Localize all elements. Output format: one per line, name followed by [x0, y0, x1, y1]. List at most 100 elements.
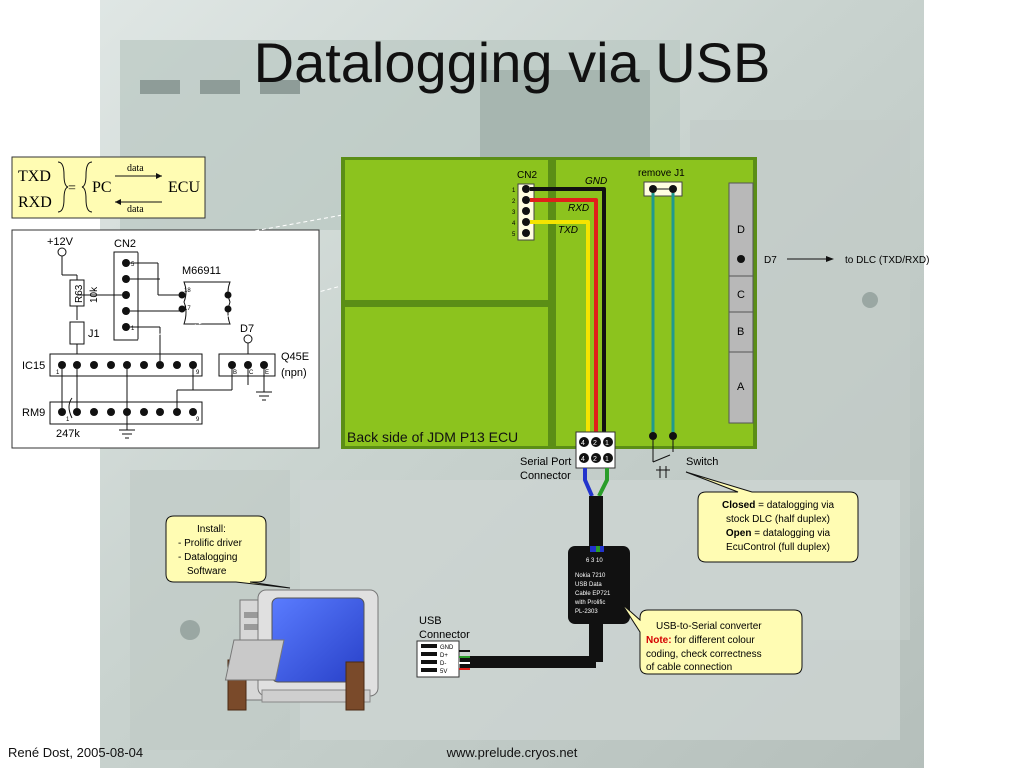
- usb-label-2: Connector: [419, 629, 470, 641]
- pc-icon: [224, 589, 379, 711]
- serial-top-pin-1: 1: [605, 440, 609, 447]
- converter-callout-line-4: of cable connection: [646, 662, 732, 673]
- label-cn2: CN2: [114, 238, 136, 250]
- cn2-pin-5-label: 5: [131, 262, 135, 268]
- converter-note-keyword: Note:: [646, 635, 672, 646]
- usb-pin-gnd: GND: [440, 645, 454, 651]
- footer-author: René Dost, 2005-08-04: [8, 745, 144, 760]
- install-line-4: Software: [187, 566, 227, 577]
- slide-title: Datalogging via USB: [253, 31, 771, 94]
- converter-note-text: for different colour: [672, 635, 756, 646]
- q45e-pin-e-label: E: [265, 370, 269, 376]
- switch-callout-line-1: Closed = datalogging via: [722, 500, 834, 511]
- serial-port-label-1: Serial Port: [520, 456, 571, 468]
- converter-callout-line-2: Note: for different colour: [646, 635, 755, 646]
- usb-pin-5v: 5V: [440, 669, 447, 675]
- usb-serial-converter: 6 3 10 Nokia 7210 USB Data Cable EP721 w…: [568, 546, 630, 624]
- formula-txd: TXD: [18, 168, 51, 185]
- label-q45e: Q45E: [281, 351, 309, 363]
- footer-url: www.prelude.cryos.net: [446, 745, 578, 760]
- converter-callout-line-3: coding, check correctness: [646, 649, 762, 660]
- slot-b: B: [737, 326, 744, 338]
- switch-label: Switch: [686, 456, 718, 468]
- switch-callout-line-4: EcuControl (full duplex): [726, 542, 830, 553]
- converter-line-4: with Prolific: [574, 600, 605, 606]
- serial-top-pin-4: 4: [581, 440, 585, 447]
- wire-txd-label: TXD: [558, 225, 578, 236]
- switch-open-text: = datalogging via: [751, 528, 830, 539]
- to-dlc-label: to DLC (TXD/RXD): [845, 255, 929, 266]
- formula-data-top: data: [127, 163, 144, 174]
- rm9-pin-9-label: 9: [196, 417, 200, 423]
- formula-pc: PC: [92, 179, 112, 196]
- wires: [530, 187, 677, 440]
- formula-data-bottom: data: [127, 204, 144, 215]
- switch-closed-keyword: Closed: [722, 500, 755, 511]
- label-rm9: RM9: [22, 407, 45, 419]
- formula-rxd: RXD: [18, 194, 52, 211]
- callout-switch: Closed = datalogging via stock DLC (half…: [685, 471, 859, 563]
- converter-line-2: USB Data: [575, 582, 602, 588]
- label-npn: (npn): [281, 367, 307, 379]
- formula-ecu: ECU: [168, 179, 200, 196]
- board-cn2-pin-3: 3: [512, 210, 516, 216]
- label-12v: +12V: [47, 236, 74, 248]
- label-r63-value: 10k: [89, 286, 100, 303]
- label-j1: J1: [88, 328, 100, 340]
- ic15-pin-9-label: 9: [196, 370, 200, 376]
- slot-d: D: [737, 224, 745, 236]
- callout-converter: USB-to-Serial converter Note: for differ…: [621, 603, 803, 675]
- switch-callout-line-2: stock DLC (half duplex): [726, 514, 830, 525]
- formula-box: TXD RXD = PC ECU data data: [11, 156, 206, 219]
- converter-cable: [460, 468, 609, 668]
- board-cn2-pin-1: 1: [512, 188, 516, 194]
- serial-top-pin-2: 2: [593, 440, 597, 447]
- switch-open-keyword: Open: [726, 528, 752, 539]
- slot-a: A: [737, 381, 745, 393]
- label-r63: R63: [74, 284, 85, 303]
- callout-install: Install: - Prolific driver - Datalogging…: [165, 515, 291, 589]
- usb-pin-dplus: D+: [440, 653, 448, 659]
- label-m66911: M66911: [182, 265, 221, 277]
- board-cn2-pin-2: 2: [512, 199, 516, 205]
- svg-text:=: =: [68, 181, 76, 196]
- label-d7-schematic: D7: [240, 323, 254, 335]
- d7-dlc-annotation: D7 to DLC (TXD/RXD): [764, 255, 929, 266]
- usb-pin-dminus: D-: [440, 661, 446, 667]
- cn2-pin-1-label: 1: [131, 326, 135, 332]
- board-cn2-pin-4: 4: [512, 221, 516, 227]
- usb-connector: USB Connector GND D+ D- 5V: [416, 615, 470, 678]
- usb-label-1: USB: [419, 615, 442, 627]
- install-line-2: - Prolific driver: [178, 538, 243, 549]
- board-caption: Back side of JDM P13 ECU: [347, 429, 518, 445]
- rm9-pin-1-label: 1: [66, 417, 70, 423]
- ic15-pin-1-label: 1: [56, 370, 60, 376]
- wire-rxd-label: RXD: [568, 203, 589, 214]
- switch-closed-text: = datalogging via: [755, 500, 834, 511]
- q45e-pin-b-label: B: [233, 370, 237, 376]
- label-ic15: IC15: [22, 360, 45, 372]
- converter-line-3: Cable EP721: [575, 591, 611, 597]
- slot-c: C: [737, 289, 745, 301]
- converter-pins: 6 3 10: [586, 558, 603, 564]
- m66911-pin-17-label: 17: [184, 306, 191, 312]
- install-line-1: Install:: [197, 524, 226, 535]
- install-line-3: - Datalogging: [178, 552, 237, 563]
- serial-port-label-2: Connector: [520, 470, 571, 482]
- remove-j1-label: remove J1: [638, 168, 685, 179]
- switch-callout-line-3: Open = datalogging via: [726, 528, 831, 539]
- serial-bottom-pin-4: 4: [581, 456, 585, 463]
- m66911-pin-18-label: 18: [184, 288, 191, 294]
- board-cn2-label: CN2: [517, 170, 537, 181]
- wire-gnd-label: GND: [585, 176, 607, 187]
- converter-line-5: PL-2303: [575, 609, 598, 615]
- converter-line-1: Nokia 7210: [575, 573, 606, 579]
- serial-bottom-pin-2: 2: [593, 456, 597, 463]
- converter-callout-line-1: USB-to-Serial converter: [656, 621, 762, 632]
- switch: Switch: [652, 440, 718, 478]
- ecu-schematic: +12V CN2 5 1 M66911 18 17 R63 10k J1: [11, 229, 320, 449]
- label-rm9-value: 247k: [56, 428, 80, 440]
- d7-label: D7: [764, 255, 777, 266]
